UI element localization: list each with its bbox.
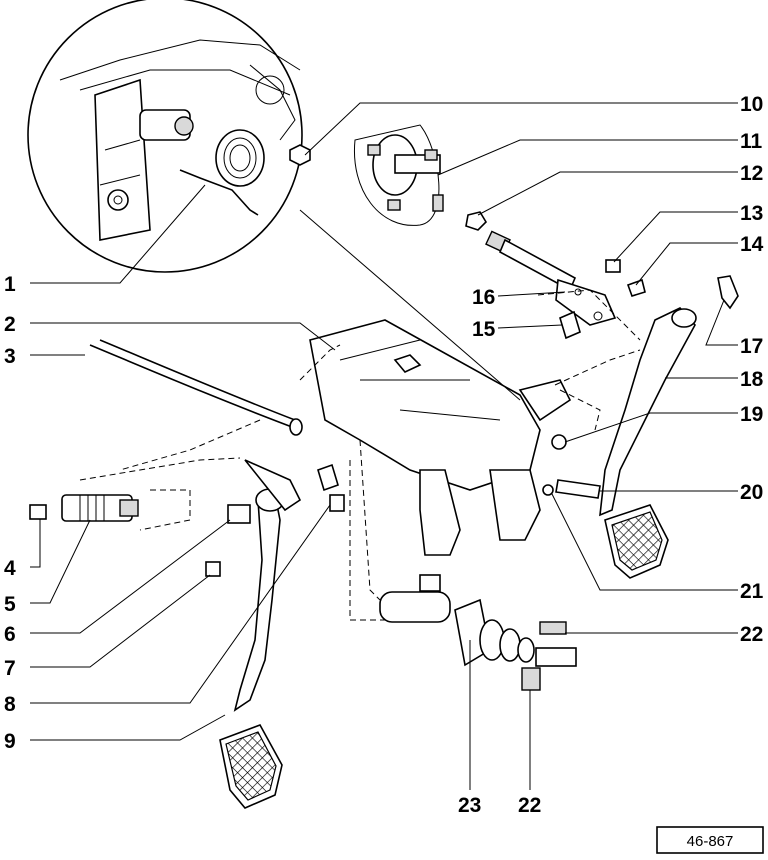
callout-5: 5	[4, 593, 16, 616]
callout-4: 4	[4, 557, 16, 580]
callout-10: 10	[740, 93, 763, 116]
callout-labels: 1 2 3 4 5 6 7 8 9 10 11 12 13 14 16 15 1…	[4, 93, 764, 817]
throttle-cable	[89, 339, 303, 436]
callout-7: 7	[4, 657, 16, 680]
callout-1: 1	[4, 273, 16, 296]
reference-box: 46-867	[656, 826, 764, 854]
callout-11: 11	[740, 130, 763, 153]
pushrod-assembly	[465, 211, 617, 326]
callout-22b: 22	[518, 794, 541, 817]
callout-15: 15	[472, 318, 496, 341]
callout-16: 16	[472, 286, 495, 309]
clutch-clips	[205, 463, 345, 577]
callout-6: 6	[4, 623, 16, 646]
callout-23: 23	[458, 794, 481, 817]
bolts	[289, 144, 601, 499]
reference-code: 46-867	[687, 833, 734, 850]
callout-21: 21	[740, 580, 764, 603]
callout-2: 2	[4, 313, 16, 336]
callout-22a: 22	[740, 623, 763, 646]
callout-12: 12	[740, 162, 763, 185]
callout-17: 17	[740, 335, 763, 358]
pedal-bracket	[309, 319, 572, 556]
leader-lines	[30, 102, 738, 790]
detail-magnified-view	[27, 0, 303, 273]
callout-3: 3	[4, 345, 16, 368]
callout-13: 13	[740, 202, 763, 225]
assembly-lines	[79, 289, 641, 621]
callout-19: 19	[740, 403, 763, 426]
brake-pedal	[599, 307, 697, 579]
pedal-switch	[29, 494, 139, 522]
callout-20: 20	[740, 481, 763, 504]
callout-9: 9	[4, 730, 16, 753]
callout-18: 18	[740, 368, 764, 391]
small-fasteners	[559, 259, 739, 340]
callout-14: 14	[740, 233, 764, 256]
servo-seal-group	[353, 124, 444, 226]
clutch-master-cylinder	[379, 574, 577, 691]
clutch-pedal	[219, 459, 302, 809]
callout-8: 8	[4, 693, 16, 716]
